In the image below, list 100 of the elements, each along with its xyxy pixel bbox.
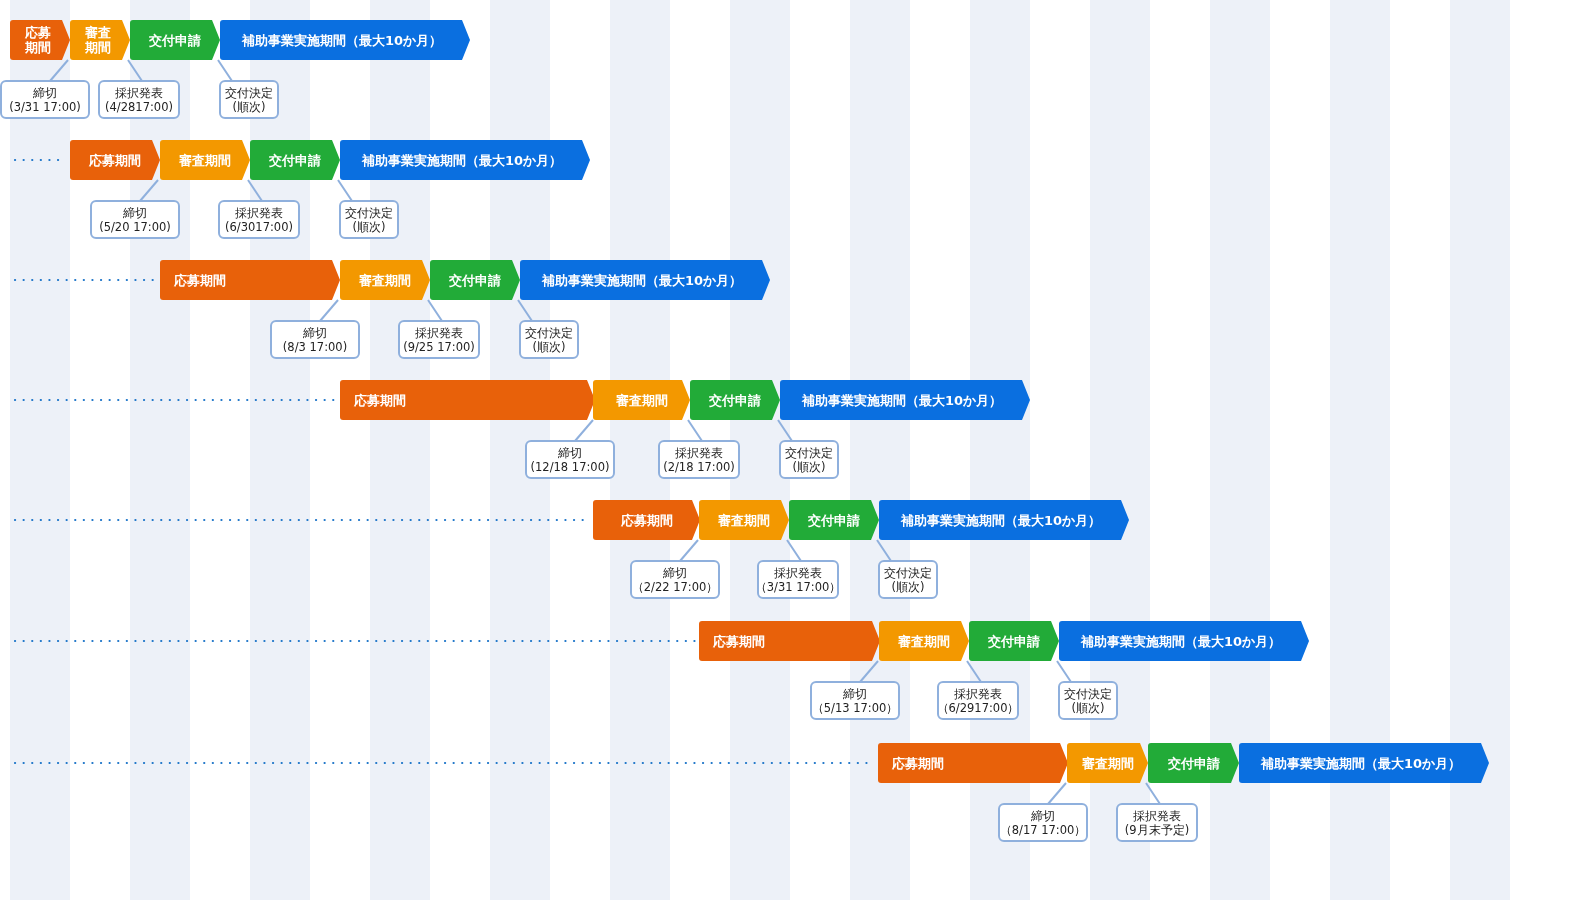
phase-banner <box>520 260 770 300</box>
phase-banner <box>1148 743 1239 783</box>
callout-label: 締切 <box>663 565 687 580</box>
phase-label: 応募期間 <box>620 512 673 528</box>
phase-banner <box>340 260 430 300</box>
callout-label: 交付決定 <box>884 565 932 580</box>
callout-label: (順次) <box>232 99 266 114</box>
leader-line <box>517 299 533 322</box>
phase-label: 応募期間 <box>174 272 226 288</box>
callout-label: (順次) <box>532 339 566 354</box>
callout-label: (5/20 17:00) <box>99 219 171 234</box>
callout-bubble <box>98 80 180 119</box>
phase-banner <box>878 743 1068 783</box>
callout-label: （5/13 17:00） <box>811 700 899 715</box>
phase-banner <box>699 500 789 540</box>
phase-label: 交付申請 <box>709 392 761 408</box>
callout-label: (9/25 17:00) <box>403 339 475 354</box>
leader-line <box>427 299 443 322</box>
phase-label: 応募期間 <box>713 633 765 649</box>
callout-label: 締切 <box>558 445 582 460</box>
callout-bubble <box>398 320 480 359</box>
callout-bubble <box>0 80 90 119</box>
callout-label: 締切 <box>303 325 327 340</box>
leader-line <box>1145 782 1161 805</box>
phase-label: 審査期間 <box>84 25 112 55</box>
callout-bubble <box>525 440 615 479</box>
phase-banner <box>430 260 520 300</box>
phase-label: 応募期間 <box>24 25 52 55</box>
callout-label: (順次) <box>792 459 826 474</box>
callout-label: (順次) <box>1071 700 1105 715</box>
callout-label: 採択発表 <box>954 686 1002 701</box>
leader-line <box>786 539 802 562</box>
callout-label: 採択発表 <box>774 565 822 580</box>
phase-banner <box>160 260 340 300</box>
callout-label: 締切 <box>123 205 147 220</box>
phase-banner <box>1239 743 1489 783</box>
callout-bubble <box>219 80 279 119</box>
callout-label: 採択発表 <box>415 325 463 340</box>
callout-label: 交付決定 <box>225 85 273 100</box>
callout-label: 採択発表 <box>115 85 163 100</box>
phase-label: 交付申請 <box>149 32 201 48</box>
leader-line <box>49 59 69 82</box>
callout-label: 交付決定 <box>345 205 393 220</box>
phase-label: 交付申請 <box>269 152 321 168</box>
callout-label: 交付決定 <box>1064 686 1112 701</box>
leader-line <box>337 179 353 202</box>
callout-label: 採択発表 <box>235 205 283 220</box>
phase-label: 審査期間 <box>898 633 950 649</box>
phase-banner <box>789 500 879 540</box>
callout-label: 締切 <box>33 85 57 100</box>
callout-bubble <box>90 200 180 239</box>
phase-label: 交付申請 <box>988 633 1040 649</box>
leader-line <box>687 419 703 442</box>
phase-label: 補助事業実施期間（最大10か月） <box>1081 633 1282 649</box>
leader-line <box>319 299 339 322</box>
phase-banner <box>250 140 340 180</box>
phase-label: 応募期間 <box>892 755 944 771</box>
callout-label: （8/17 17:00） <box>999 822 1087 837</box>
callout-label: （3/31 17:00） <box>754 579 842 594</box>
leader-line <box>966 660 982 683</box>
phase-banner <box>969 621 1059 661</box>
phase-banner <box>160 140 250 180</box>
callout-label: （2/22 17:00） <box>631 579 719 594</box>
callout-bubble <box>810 681 900 720</box>
callout-label: (順次) <box>891 579 925 594</box>
phase-label: 交付申請 <box>808 512 860 528</box>
phase-banner <box>699 621 880 661</box>
phase-banner <box>10 20 70 60</box>
leader-line <box>139 179 159 202</box>
phase-banner <box>70 140 160 180</box>
phase-banner <box>130 20 220 60</box>
phase-label: 審査期間 <box>1081 755 1134 771</box>
phase-banner <box>220 20 470 60</box>
leader-line <box>247 179 263 202</box>
callout-bubble <box>270 320 360 359</box>
callout-bubble <box>630 560 720 599</box>
callout-label: 締切 <box>1031 808 1055 823</box>
callout-bubble <box>779 440 839 479</box>
callout-bubble <box>1058 681 1118 720</box>
phase-label: 補助事業実施期間（最大10か月） <box>362 152 563 168</box>
phase-label: 補助事業実施期間（最大10か月） <box>901 512 1102 528</box>
callout-label: 採択発表 <box>675 445 723 460</box>
dotted-line <box>13 639 697 643</box>
phase-banner <box>340 380 595 420</box>
phase-label: 補助事業実施期間（最大10か月） <box>1261 755 1462 771</box>
phase-banner <box>1067 743 1148 783</box>
callout-bubble <box>1116 803 1198 842</box>
leader-line <box>127 59 143 82</box>
leader-line <box>679 539 699 562</box>
leader-line <box>777 419 793 442</box>
leader-line <box>1047 782 1067 805</box>
phase-banner <box>780 380 1030 420</box>
callout-label: (6/3017:00) <box>225 219 293 234</box>
phase-banner <box>690 380 780 420</box>
callout-label: (4/2817:00) <box>105 99 173 114</box>
callout-bubble <box>658 440 740 479</box>
phase-label: 応募期間 <box>89 152 141 168</box>
leader-line <box>1056 660 1072 683</box>
leader-line <box>574 419 594 442</box>
phase-label: 審査期間 <box>179 152 231 168</box>
